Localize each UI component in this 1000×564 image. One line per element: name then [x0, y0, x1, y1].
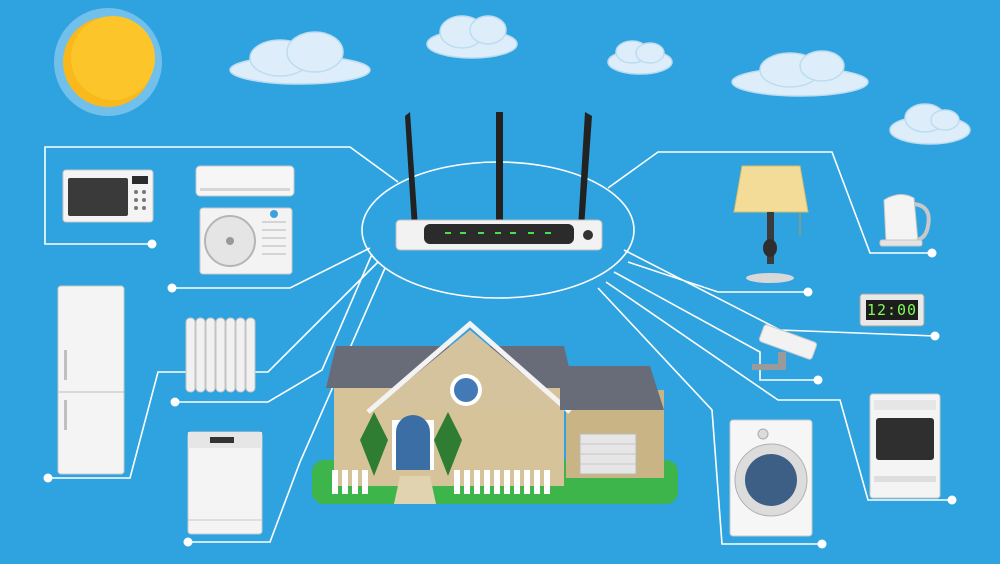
house-icon	[312, 320, 678, 504]
dishwasher-icon	[187, 431, 263, 535]
radiator-icon	[185, 317, 256, 393]
refrigerator-icon	[57, 285, 125, 475]
cloud-icon	[229, 31, 371, 85]
stove-oven-icon	[869, 393, 941, 499]
cloud-icon	[731, 50, 869, 97]
floor-lamp-icon	[733, 165, 809, 283]
electric-kettle-icon	[879, 194, 931, 247]
microwave-icon	[62, 169, 154, 223]
air-conditioner-icon	[195, 165, 295, 197]
cloud-icon	[426, 15, 518, 59]
security-camera-icon	[752, 324, 818, 370]
cloud-icon	[607, 40, 673, 75]
wifi-router-icon	[395, 112, 603, 251]
sun-icon	[54, 8, 162, 116]
clock-display: 12:00	[867, 301, 917, 319]
cloud-icon	[889, 103, 971, 145]
washing-machine-icon	[729, 419, 813, 537]
digital-clock-icon: 12:00	[859, 293, 925, 327]
connection-dots	[43, 239, 957, 549]
ac-outdoor-unit-icon	[199, 207, 293, 275]
